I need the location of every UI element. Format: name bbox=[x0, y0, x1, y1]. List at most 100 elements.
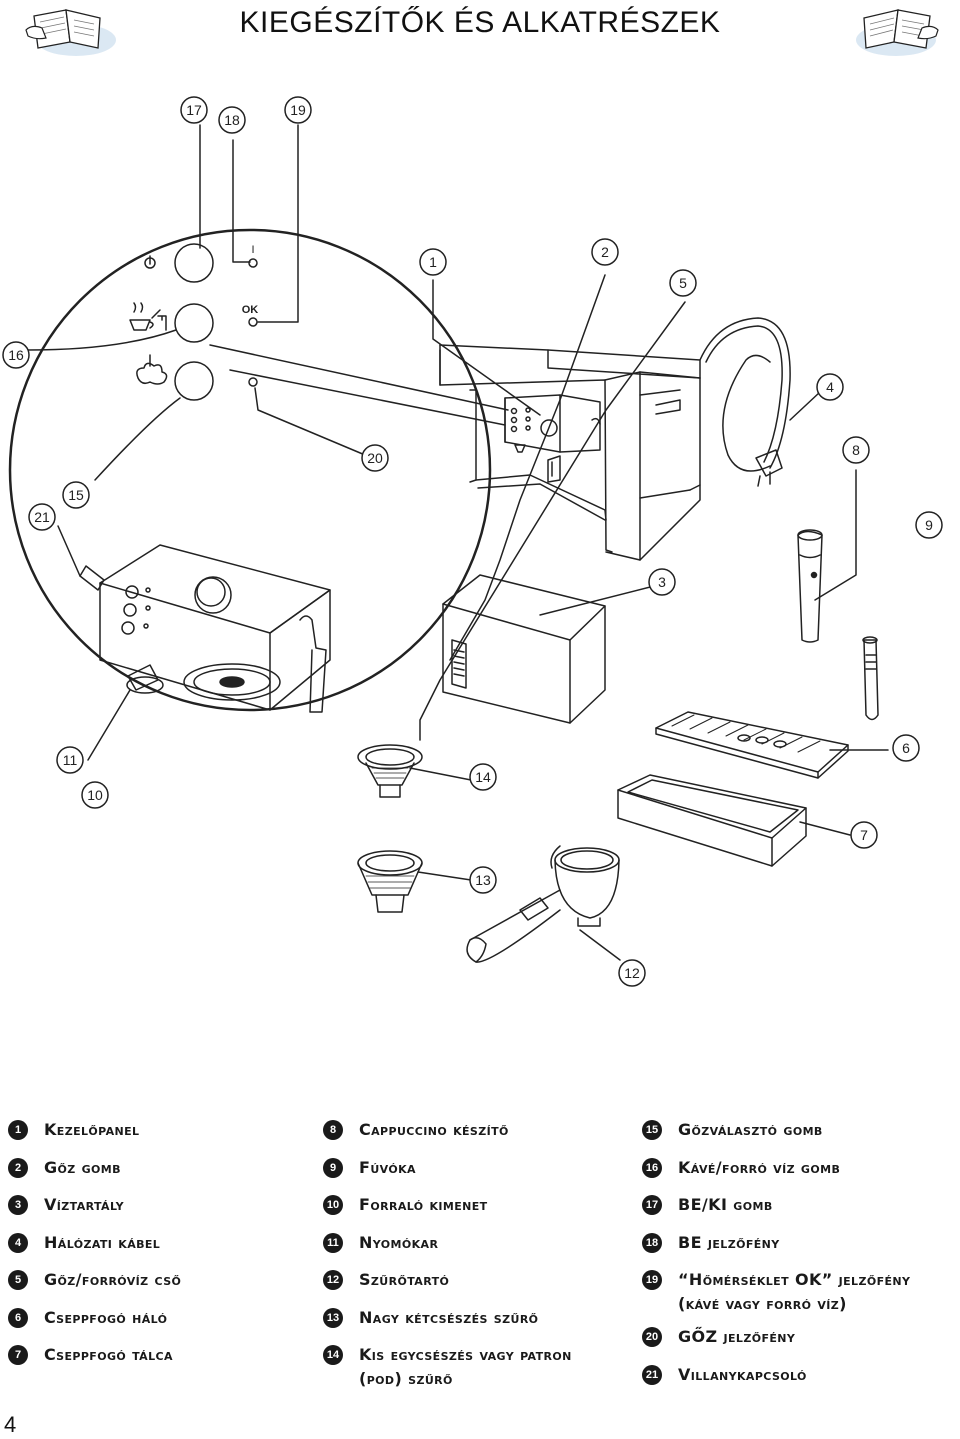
legend-text: Forraló kimenet bbox=[359, 1195, 488, 1214]
leader-4 bbox=[789, 391, 821, 421]
svg-text:6: 6 bbox=[902, 740, 910, 756]
svg-text:19: 19 bbox=[290, 102, 306, 118]
brew-head bbox=[183, 663, 281, 701]
legend-text: “Hőmérséklet OK” jelzőfény bbox=[678, 1270, 911, 1289]
leader-14 bbox=[409, 767, 472, 781]
legend-number: 7 bbox=[8, 1345, 28, 1365]
leader-11 bbox=[87, 689, 131, 761]
callout-9: 9 bbox=[915, 511, 943, 539]
legend-number: 17 bbox=[642, 1195, 662, 1215]
callout-20: 20 bbox=[361, 444, 389, 472]
legend-text: Nyomókar bbox=[359, 1232, 439, 1252]
svg-text:20: 20 bbox=[367, 450, 383, 466]
legend-number: 11 bbox=[323, 1232, 343, 1253]
pressure-lever-detail bbox=[79, 565, 105, 591]
legend-text: Hálózati kábel bbox=[44, 1232, 161, 1252]
leader-8 bbox=[814, 469, 857, 601]
svg-text:18: 18 bbox=[224, 112, 240, 128]
legend-text-continued: (pod) szűrő bbox=[359, 1369, 453, 1388]
legend-item: 11 Nyomókar bbox=[323, 1228, 572, 1266]
leader-18 bbox=[232, 139, 251, 263]
leader-12 bbox=[579, 929, 621, 961]
legend-text: Fúvóka bbox=[359, 1157, 416, 1177]
leader-16 bbox=[27, 329, 177, 351]
callout-6: 6 bbox=[892, 734, 920, 762]
legend-number: 1 bbox=[8, 1120, 28, 1140]
leader-5 bbox=[419, 301, 686, 741]
open-book-icon bbox=[856, 9, 939, 56]
legend-text: Víztartály bbox=[44, 1195, 125, 1214]
legend-text: Kávé/forró víz gomb bbox=[678, 1157, 841, 1177]
leader-2b bbox=[209, 344, 509, 411]
ok-label: OK bbox=[242, 304, 259, 316]
machine-head-top bbox=[99, 544, 331, 634]
on-off-knob bbox=[174, 243, 214, 283]
svg-text:4: 4 bbox=[826, 379, 834, 395]
legend-number: 12 bbox=[323, 1270, 343, 1290]
legend-text: Kis egycsészés vagy patron bbox=[359, 1345, 572, 1364]
legend-item: 3 Víztartály bbox=[8, 1190, 181, 1228]
legend-number: 13 bbox=[323, 1307, 343, 1328]
on-indicator-light bbox=[248, 258, 258, 268]
svg-text:14: 14 bbox=[475, 769, 491, 785]
callout-17: 17 bbox=[180, 96, 208, 124]
svg-text:3: 3 bbox=[658, 574, 666, 590]
legend-number: 3 bbox=[8, 1195, 28, 1215]
small-filter bbox=[357, 744, 423, 770]
svg-text:13: 13 bbox=[475, 872, 491, 888]
coffee-cup-icon bbox=[129, 319, 151, 331]
legend-text: BE/KI gomb bbox=[678, 1195, 773, 1214]
steam-indicator-light bbox=[248, 377, 258, 387]
legend-text: Gőzválasztó gomb bbox=[678, 1120, 823, 1139]
svg-text:11: 11 bbox=[63, 752, 78, 768]
svg-text:8: 8 bbox=[852, 442, 860, 458]
coffee-water-knob bbox=[174, 303, 214, 343]
legend-text-continued: (kávé vagy forró víz) bbox=[678, 1294, 847, 1313]
callout-18: 18 bbox=[218, 106, 246, 134]
legend-item: 7 Cseppfogó tálca bbox=[8, 1340, 181, 1378]
callout-5: 5 bbox=[669, 269, 697, 297]
svg-text:12: 12 bbox=[624, 965, 640, 981]
callout-11: 11 bbox=[56, 746, 84, 774]
legend-item: 13 Nagy kétcsészés szűrő bbox=[323, 1303, 572, 1341]
callout-2: 2 bbox=[591, 238, 619, 266]
callout-8: 8 bbox=[842, 436, 870, 464]
leader-3 bbox=[539, 584, 659, 616]
leader-13 bbox=[417, 871, 472, 881]
legend-number: 18 bbox=[642, 1232, 662, 1253]
legend-item: 19“Hőmérséklet OK” jelzőfény(kávé vagy f… bbox=[642, 1265, 910, 1322]
callout-12: 12 bbox=[618, 959, 646, 987]
callout-15: 15 bbox=[62, 481, 90, 509]
svg-text:17: 17 bbox=[186, 102, 202, 118]
legend-number: 14 bbox=[323, 1345, 343, 1365]
callout-21: 21 bbox=[28, 503, 56, 531]
svg-text:10: 10 bbox=[87, 787, 103, 803]
page-number: 4 bbox=[4, 1412, 17, 1437]
legend-number: 2 bbox=[8, 1157, 28, 1178]
svg-text:7: 7 bbox=[860, 827, 868, 843]
legend-number: 4 bbox=[8, 1232, 28, 1253]
legend-item: 16 Kávé/forró víz gomb bbox=[642, 1153, 910, 1191]
leader-2 bbox=[449, 274, 606, 661]
legend-number: 16 bbox=[642, 1157, 662, 1178]
power-cable bbox=[699, 317, 791, 469]
svg-text:5: 5 bbox=[679, 275, 687, 291]
svg-text:16: 16 bbox=[8, 347, 24, 363]
temp-ok-indicator-light bbox=[248, 317, 258, 327]
callout-13: 13 bbox=[469, 866, 497, 894]
legend-text: Nagy kétcsészés szűrő bbox=[359, 1307, 539, 1327]
hot-water-tap-icon bbox=[151, 309, 167, 331]
legend-number: 21 bbox=[642, 1364, 662, 1385]
legend-text: Cseppfogó tálca bbox=[44, 1345, 173, 1364]
cappuccino-maker bbox=[797, 530, 823, 643]
